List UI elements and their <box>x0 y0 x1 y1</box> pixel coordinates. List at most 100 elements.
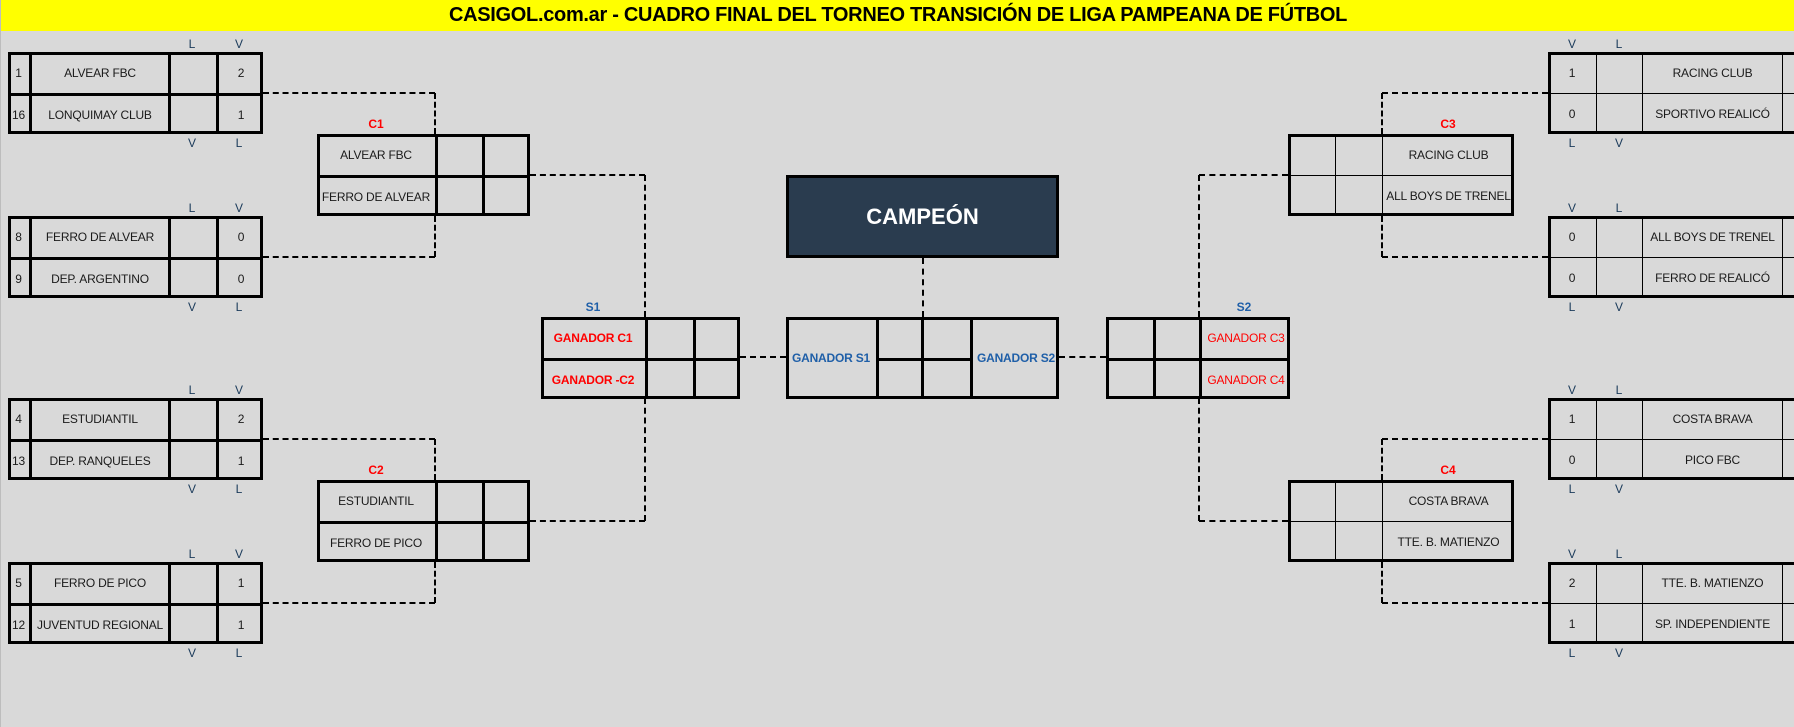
quarterfinal-label: C4 <box>1440 463 1456 477</box>
score-cell[interactable] <box>1596 52 1642 93</box>
score-cell[interactable]: 1 <box>216 603 263 644</box>
score-cell[interactable] <box>168 257 216 298</box>
score-cell[interactable]: 0 <box>1548 93 1596 134</box>
leg-label: L <box>235 646 243 660</box>
score-cell[interactable] <box>168 93 216 134</box>
score-cell[interactable]: 2 <box>216 398 263 439</box>
score-cell[interactable]: 0 <box>216 216 263 257</box>
seed-cell: 2 <box>1782 52 1794 93</box>
leg-label: V <box>1567 383 1576 397</box>
score-cell[interactable] <box>1106 317 1153 358</box>
team-name: FERRO DE ALVEAR <box>29 216 168 257</box>
connector-line <box>1059 356 1106 358</box>
score-cell[interactable] <box>645 317 693 358</box>
score-cell[interactable] <box>921 317 970 358</box>
leg-label: L <box>188 37 196 51</box>
connector-line <box>1381 216 1383 257</box>
score-cell[interactable] <box>1596 603 1642 644</box>
connector-line <box>263 256 435 258</box>
seed-cell: 8 <box>15 229 22 244</box>
score-cell[interactable] <box>482 480 530 521</box>
connector-line <box>434 562 436 603</box>
score-cell[interactable] <box>168 603 216 644</box>
score-cell[interactable] <box>1335 480 1382 521</box>
seed-cell: 16 <box>8 93 29 134</box>
score-cell[interactable] <box>1153 358 1199 399</box>
score-cell[interactable] <box>693 358 740 399</box>
score-cell[interactable]: 1 <box>1568 411 1576 426</box>
score-cell[interactable]: 1 <box>1548 603 1596 644</box>
score-cell[interactable] <box>693 317 740 358</box>
score-cell[interactable] <box>1106 358 1153 399</box>
connector-line <box>263 92 435 94</box>
score-cell[interactable]: 1 <box>216 562 263 603</box>
score-cell[interactable] <box>1288 480 1335 521</box>
connector-line <box>434 439 436 480</box>
seed-cell: 13 <box>8 439 29 480</box>
score-cell[interactable] <box>921 358 970 399</box>
score-cell[interactable] <box>1153 317 1199 358</box>
score-cell[interactable] <box>876 317 921 358</box>
score-cell[interactable] <box>168 562 216 603</box>
score-cell[interactable] <box>168 52 216 93</box>
score-cell[interactable] <box>1596 257 1642 298</box>
connector-line <box>1381 562 1383 603</box>
leg-label: L <box>1615 37 1623 51</box>
score-cell[interactable] <box>1335 134 1382 175</box>
score-cell[interactable]: 0 <box>1548 439 1596 480</box>
score-cell[interactable] <box>1596 562 1642 603</box>
final-slot: GANADOR S2 <box>970 317 1059 399</box>
page-title: CASIGOL.com.ar - CUADRO FINAL DEL TORNEO… <box>1 0 1794 31</box>
score-cell[interactable] <box>482 175 530 216</box>
score-cell[interactable] <box>645 358 693 399</box>
score-cell[interactable] <box>876 358 921 399</box>
score-cell[interactable] <box>482 134 530 175</box>
team-name: FERRO DE REALICÓ <box>1642 257 1782 298</box>
score-cell[interactable] <box>1288 175 1335 216</box>
score-cell[interactable] <box>435 175 482 216</box>
team-name: JUVENTUD REGIONAL <box>29 603 168 644</box>
score-cell[interactable] <box>1596 439 1642 480</box>
team-name: ALL BOYS DE TRENEL <box>1642 216 1782 257</box>
score-cell[interactable] <box>1288 134 1335 175</box>
score-cell[interactable]: 1 <box>216 93 263 134</box>
score-cell[interactable]: 1 <box>1568 65 1576 80</box>
semifinal-slot: GANADOR C4 <box>1199 358 1290 399</box>
score-cell[interactable] <box>1596 93 1642 134</box>
score-cell[interactable] <box>1596 216 1642 257</box>
score-cell[interactable] <box>435 521 482 562</box>
leg-label: L <box>1615 383 1623 397</box>
score-cell[interactable] <box>435 480 482 521</box>
score-cell[interactable] <box>168 398 216 439</box>
score-cell[interactable] <box>1335 175 1382 216</box>
connector-line <box>1382 256 1548 258</box>
score-cell[interactable]: 0 <box>216 257 263 298</box>
score-cell[interactable]: 1 <box>216 439 263 480</box>
seed-cell: 11 <box>1782 603 1794 644</box>
score-cell[interactable]: 0 <box>1568 229 1576 244</box>
leg-label: L <box>235 482 243 496</box>
score-cell[interactable] <box>1596 398 1642 439</box>
leg-label: L <box>1568 646 1576 660</box>
seed-cell: 5 <box>15 575 22 590</box>
score-cell[interactable] <box>168 216 216 257</box>
champion-box[interactable]: CAMPEÓN <box>786 175 1059 258</box>
connector-line <box>644 398 646 521</box>
score-cell[interactable] <box>482 521 530 562</box>
team-name: COSTA BRAVA <box>1382 480 1514 521</box>
score-cell[interactable]: 2 <box>216 52 263 93</box>
score-cell[interactable] <box>1335 521 1382 562</box>
score-cell[interactable] <box>168 439 216 480</box>
team-name: SP. INDEPENDIENTE <box>1642 603 1782 644</box>
leg-label: V <box>1614 482 1623 496</box>
score-cell[interactable] <box>1288 521 1335 562</box>
score-cell[interactable] <box>435 134 482 175</box>
score-cell[interactable]: 0 <box>1548 257 1596 298</box>
score-cell[interactable]: 2 <box>1568 575 1576 590</box>
